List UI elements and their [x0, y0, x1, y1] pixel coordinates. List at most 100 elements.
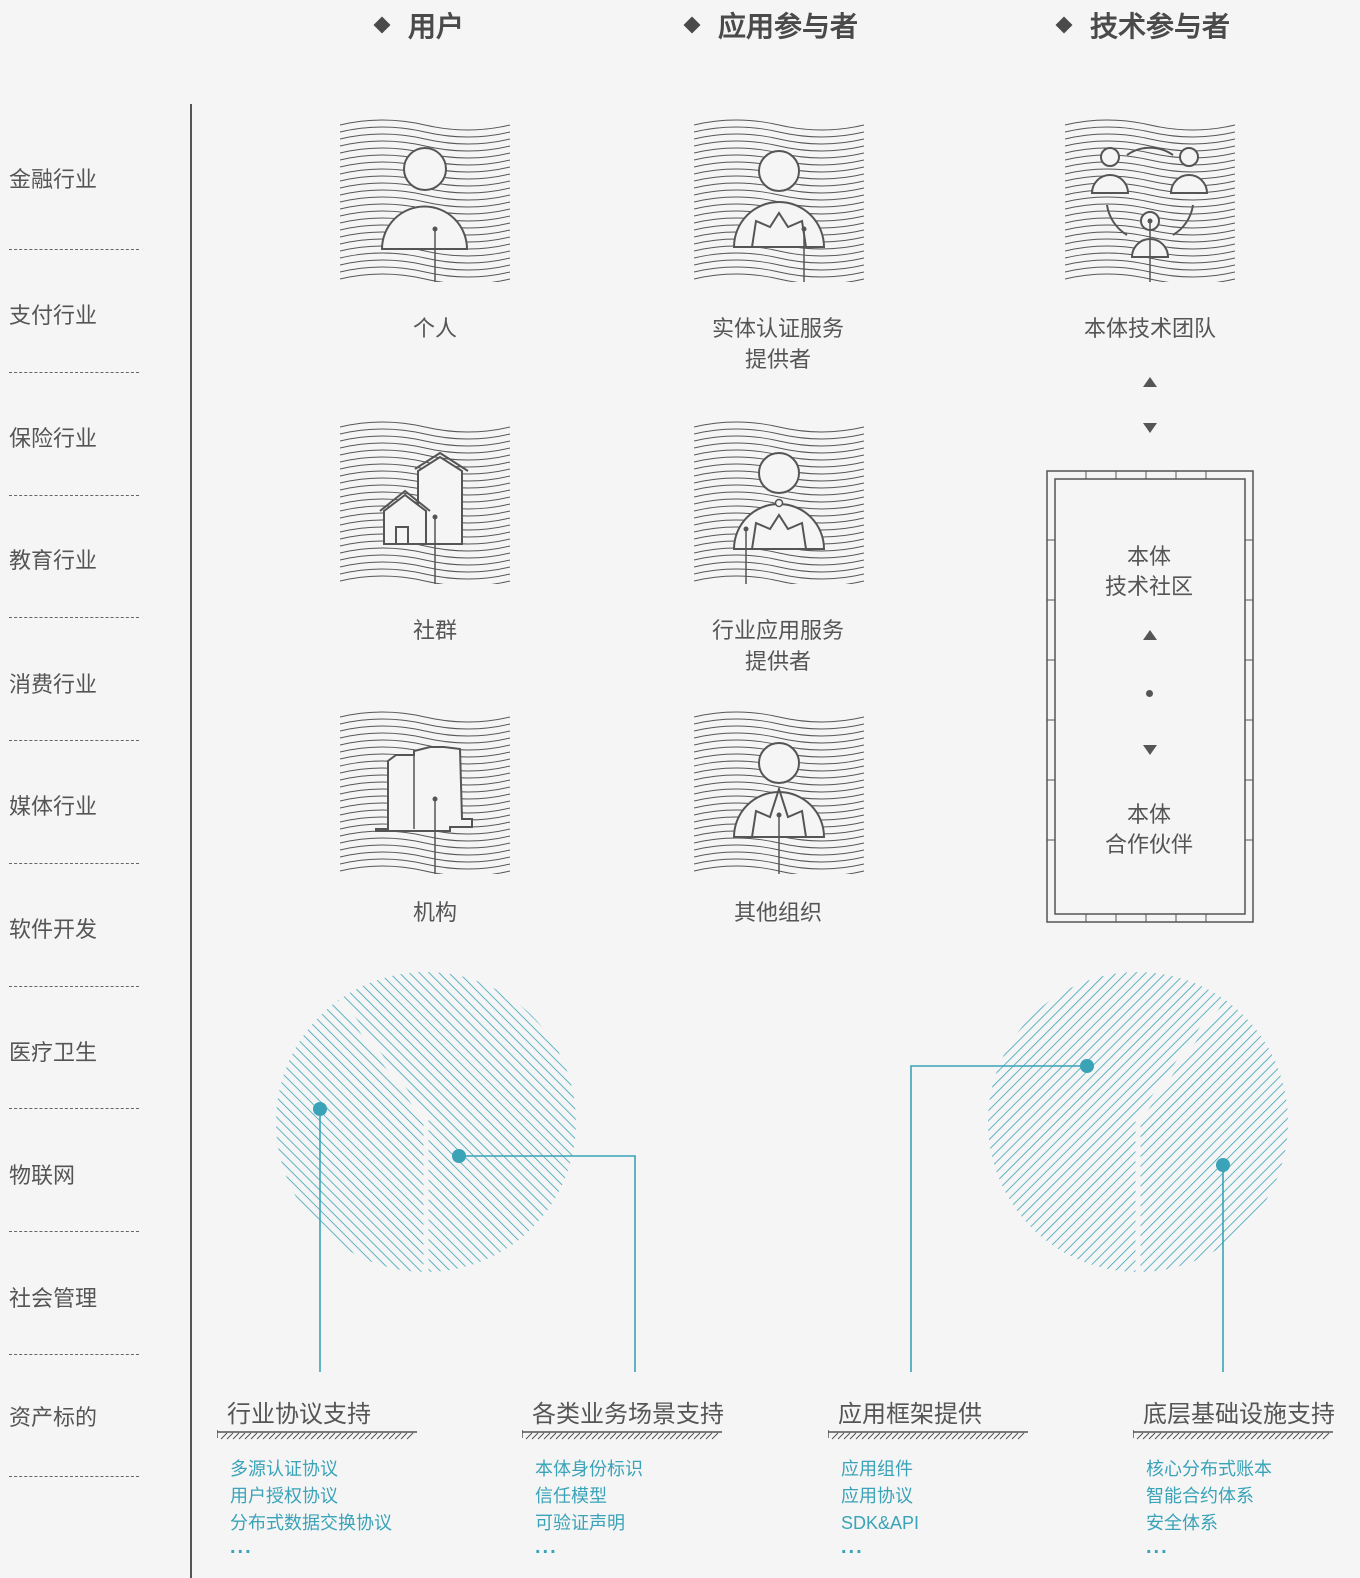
industry-item: 金融行业: [9, 162, 139, 194]
section-item: 安全体系: [1146, 1513, 1218, 1533]
industry-provider-line1: 行业应用服务: [711, 618, 844, 643]
tech-community-line2: 技术社区: [1104, 574, 1193, 599]
right-hatched-circle: [988, 972, 1288, 1280]
industry-item: 教育行业: [9, 543, 139, 575]
section-item: SDK&API: [841, 1513, 920, 1533]
tech-community-line1: 本体: [1126, 544, 1171, 569]
section-item: 应用组件: [841, 1459, 913, 1479]
identity-provider-line2: 提供者: [744, 347, 811, 372]
industry-item: 软件开发: [9, 912, 139, 944]
identity-provider-line1: 实体认证服务: [711, 316, 844, 341]
section-title: 行业协议支持: [227, 1401, 371, 1428]
arrow-up-icon: [1143, 377, 1157, 387]
industry-item: 医疗卫生: [9, 1035, 139, 1067]
user-community-label: 社群: [412, 618, 457, 643]
section-title: 底层基础设施支持: [1143, 1401, 1335, 1428]
section-item: 分布式数据交换协议: [230, 1513, 392, 1533]
header-users: 用户: [373, 4, 465, 46]
header-users-label: 用户: [408, 11, 465, 42]
arrow-down-icon: [1143, 423, 1157, 433]
section-item: 核心分布式账本: [1146, 1459, 1272, 1479]
section-item: 智能合约体系: [1146, 1486, 1254, 1506]
arrow-up-icon: [1143, 630, 1157, 640]
vertical-divider: [190, 104, 192, 1578]
person-icon: [340, 119, 510, 282]
industry-separator: [9, 617, 139, 618]
industry-label: 医疗卫生: [9, 1040, 98, 1065]
industry-label: 社会管理: [9, 1286, 98, 1311]
identity-provider-icon: [694, 119, 864, 282]
diamond-icon: [683, 16, 701, 34]
industry-separator: [9, 249, 139, 250]
industry-provider-icon: [694, 421, 864, 584]
industry-separator: [9, 1108, 139, 1109]
section-item: 应用协议: [841, 1486, 913, 1506]
section-item: 多源认证协议: [230, 1459, 338, 1479]
section-item: 本体身份标识: [535, 1459, 643, 1479]
industry-separator: [9, 863, 139, 864]
section-protocol-support: 行业协议支持 多源认证协议 用户授权协议 分布式数据交换协议 ...: [217, 1400, 417, 1557]
industry-label: 资产标的: [9, 1405, 98, 1430]
other-organization-icon: [694, 711, 864, 874]
section-more: ...: [841, 1536, 864, 1558]
industry-provider-line2: 提供者: [744, 649, 811, 674]
hatched-underline: [522, 1430, 722, 1440]
industry-separator: [9, 495, 139, 496]
industry-label: 媒体行业: [9, 794, 98, 819]
section-framework: 应用框架提供 应用组件 应用协议 SDK&API ...: [828, 1400, 1028, 1557]
industry-label: 金融行业: [9, 167, 98, 192]
header-tech-participants: 技术参与者: [1055, 4, 1231, 46]
industry-item: 社会管理: [9, 1281, 139, 1313]
section-more: ...: [1146, 1536, 1169, 1558]
section-infrastructure: 底层基础设施支持 核心分布式账本 智能合约体系 安全体系 ...: [1133, 1400, 1335, 1558]
dot-icon: [1146, 690, 1153, 697]
header-app-participants-label: 应用参与者: [718, 11, 859, 42]
identity-provider-label: 实体认证服务 提供者: [658, 313, 898, 375]
industry-item: 保险行业: [9, 421, 139, 453]
industry-label: 软件开发: [9, 917, 98, 942]
industry-separator: [9, 1231, 139, 1232]
hatched-underline: [217, 1430, 417, 1440]
industry-separator: [9, 1354, 139, 1355]
arrow-down-icon: [1143, 745, 1157, 755]
industry-item: 支付行业: [9, 298, 139, 330]
header-app-participants: 应用参与者: [683, 4, 859, 46]
other-organization-label: 其他组织: [733, 900, 822, 925]
tech-partner-line1: 本体: [1126, 802, 1171, 827]
industry-separator: [9, 986, 139, 987]
industry-item: 媒体行业: [9, 789, 139, 821]
community-houses-icon: [340, 421, 510, 584]
tech-team-icon: [1065, 119, 1235, 282]
industry-provider-label: 行业应用服务 提供者: [658, 615, 898, 677]
section-title: 各类业务场景支持: [532, 1401, 724, 1428]
section-item: 可验证声明: [535, 1513, 625, 1533]
user-institution-label: 机构: [412, 900, 457, 925]
industry-item: 消费行业: [9, 667, 139, 699]
section-title: 应用框架提供: [838, 1401, 982, 1428]
header-tech-participants-label: 技术参与者: [1090, 11, 1231, 42]
diamond-icon: [373, 16, 391, 34]
tech-partner-label: 本体 合作伙伴: [1046, 800, 1252, 860]
industry-label: 保险行业: [9, 426, 98, 451]
industry-separator: [9, 372, 139, 373]
institution-building-icon: [340, 711, 510, 874]
hatched-underline: [1133, 1430, 1333, 1440]
section-more: ...: [535, 1536, 558, 1558]
industry-separator: [9, 740, 139, 741]
industry-item: 物联网: [9, 1158, 139, 1190]
diamond-icon: [1055, 16, 1073, 34]
left-hatched-circle: [276, 972, 576, 1280]
tech-partner-line2: 合作伙伴: [1104, 832, 1193, 857]
section-more: ...: [230, 1536, 253, 1558]
section-item: 信任模型: [535, 1486, 607, 1506]
section-item: 用户授权协议: [230, 1486, 338, 1506]
section-scenario-support: 各类业务场景支持 本体身份标识 信任模型 可验证声明 ...: [522, 1400, 724, 1558]
industry-label: 物联网: [9, 1163, 76, 1188]
hatched-underline: [828, 1430, 1028, 1440]
industry-item: 资产标的: [9, 1400, 139, 1432]
industry-label: 教育行业: [9, 548, 98, 573]
connector-diagram: [276, 972, 1288, 1372]
industry-label: 支付行业: [9, 303, 98, 328]
industry-separator: [9, 1476, 139, 1477]
tech-team-label: 本体技术团队: [1083, 316, 1216, 341]
